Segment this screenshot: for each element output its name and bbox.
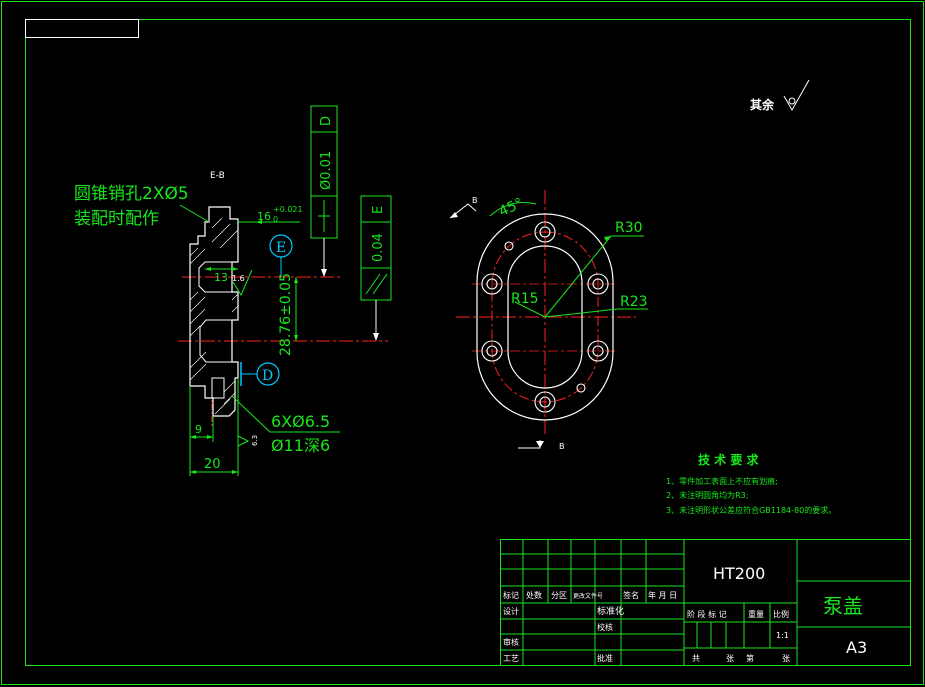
hole-note-line1: 6XØ6.5	[271, 412, 330, 431]
cut-marker-top	[449, 203, 477, 219]
weight-label: 重量	[748, 609, 764, 619]
header-1: 处数	[526, 590, 542, 600]
dim-13-text: 13	[214, 271, 228, 284]
r30-leader	[544, 235, 612, 318]
sheet-size-text: A3	[846, 638, 867, 657]
tol-frame-2-value: 0.04	[371, 233, 386, 262]
tol-frame-2-datum: E	[371, 206, 386, 214]
dim-28-text: 28.76±0.05	[278, 273, 294, 356]
review-label: 审核	[503, 637, 519, 647]
scale-value: 1:1	[776, 631, 789, 640]
drawing-code-box	[25, 19, 139, 38]
hole-leader	[231, 395, 271, 433]
part-name-text: 泵盖	[823, 594, 863, 618]
header-3: 更改文件号	[573, 592, 603, 600]
pin-leader	[179, 204, 210, 223]
tol-frame-1-datum: D	[319, 116, 334, 126]
craft-label: 工艺	[503, 654, 519, 663]
roughness-6-3-text: 6.3	[251, 435, 259, 446]
top-view: B B 45° R30 R15 R23	[449, 190, 648, 451]
tech-title: 技 术 要 求	[698, 452, 760, 467]
roughness-6-3-mark	[237, 435, 250, 447]
dim-16-tol-lower: 0	[273, 215, 278, 224]
title-block	[500, 539, 911, 666]
roughness-note-symbol	[783, 79, 810, 112]
tol-frame-1-value: Ø0.01	[319, 151, 334, 190]
bolt-circle	[491, 231, 599, 403]
r15-text: R15	[511, 291, 539, 307]
inner-contour	[507, 245, 583, 389]
lower-bore	[199, 319, 233, 363]
dim-16-tol-upper: +0.021	[273, 205, 303, 214]
approve-label: 批准	[597, 653, 613, 663]
material-text: HT200	[713, 564, 765, 583]
angle-45-text: 45°	[497, 195, 526, 220]
bolt-holes	[481, 221, 609, 413]
datum-e-text: E	[276, 240, 286, 256]
header-4: 签名	[623, 590, 639, 600]
roughness-note-circle	[788, 97, 796, 105]
datum-d-text: D	[262, 368, 273, 384]
r15-leader	[514, 301, 546, 318]
upper-bore	[198, 261, 233, 293]
proofread-label: 校核	[597, 622, 613, 632]
roughness-note-label: 其余	[750, 97, 775, 112]
dim-16-text: 16	[257, 210, 271, 223]
label-b-bottom: B	[559, 442, 565, 451]
dim-9-text: 9	[195, 423, 202, 436]
hole-note-line2: Ø11深6	[271, 436, 330, 455]
bolt-hole	[211, 377, 225, 399]
tech-item-2: 2、未注明圆角均为R3;	[666, 490, 748, 500]
header-2: 分区	[551, 591, 567, 600]
part-outline	[189, 206, 239, 417]
sheet-unit2-label: 张	[782, 654, 790, 663]
tech-item-3: 3、未注明形状公差应符合GB1184-80的要求。	[666, 505, 836, 515]
outer-contour	[476, 213, 614, 421]
roughness-1-6-text: 1.6	[232, 274, 245, 283]
header-0: 标记	[503, 590, 519, 600]
r23-leader	[544, 308, 619, 318]
section-hatch	[189, 217, 239, 415]
sheet-unit-label: 张	[726, 654, 734, 663]
tol-frame-2-symbol-a	[365, 273, 381, 295]
pin-note-line1: 圆锥销孔2XØ5	[74, 184, 189, 204]
label-b-top: B	[472, 196, 478, 205]
standardize-label: 标准化	[597, 605, 624, 617]
sheet-nth-label: 第	[746, 653, 754, 663]
tech-item-1: 1、零件加工表面上不应有划痕;	[666, 476, 778, 486]
r30-text: R30	[615, 220, 643, 236]
header-5: 年 月 日	[648, 590, 677, 600]
r23-text: R23	[620, 294, 648, 310]
section-view: E-B 圆锥销孔2XØ5 装配时配作 16 +0.021 0 13 1.6 28…	[74, 105, 392, 476]
inner-frame	[25, 19, 911, 666]
sheet-total-label: 共	[692, 654, 700, 663]
section-label: E-B	[210, 171, 225, 181]
pin-note-line2: 装配时配作	[74, 209, 159, 229]
design-label: 设计	[503, 606, 519, 616]
dim-20-text: 20	[204, 457, 221, 472]
angle-45-arc	[489, 202, 537, 217]
tol-frame-2-symbol-b	[372, 273, 388, 295]
roughness-1-6-mark	[232, 269, 253, 297]
mark-label: 阶 段 标 记	[687, 609, 727, 619]
scale-label: 比例	[773, 609, 789, 619]
